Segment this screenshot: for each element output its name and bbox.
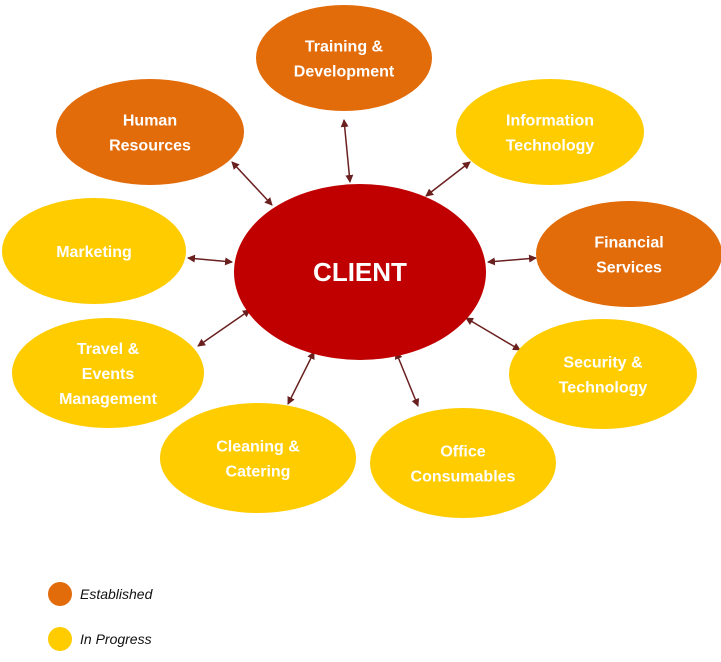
arrow-security-technology [465, 317, 521, 351]
node-ellipse-training [256, 5, 432, 111]
node-label-security-technology: Security & [563, 355, 643, 372]
legend-established: Established [48, 582, 152, 606]
node-training: Training & Development [256, 5, 432, 111]
connector-arrows [187, 119, 537, 407]
node-ellipse-cleaning-catering [160, 403, 356, 513]
node-label-information-technology: Technology [506, 138, 595, 155]
node-cleaning-catering: Cleaning & Catering [160, 403, 356, 513]
node-label-information-technology: Information [506, 113, 594, 130]
node-label-financial-services: Services [596, 260, 662, 277]
node-ellipse-financial-services [536, 201, 721, 307]
legend-in-progress: In Progress [48, 627, 152, 651]
arrow-human-resources [231, 161, 273, 206]
node-label-travel-events: Management [59, 391, 157, 408]
arrow-financial-services [487, 254, 537, 266]
node-label-office-consumables: Consumables [411, 469, 516, 486]
arrow-information-technology [425, 161, 471, 197]
client-hub: CLIENT [234, 184, 486, 360]
node-security-technology: Security & Technology [509, 319, 697, 429]
client-ellipse [234, 184, 486, 360]
node-marketing: Marketing [2, 198, 186, 304]
node-ellipse-marketing [2, 198, 186, 304]
node-ellipse-information-technology [456, 79, 644, 185]
legend-established-label: Established [80, 586, 153, 602]
arrow-travel-events [197, 309, 251, 347]
arrow-marketing [187, 254, 233, 266]
node-label-financial-services: Financial [594, 235, 663, 252]
node-label-security-technology: Technology [559, 380, 648, 397]
node-label-cleaning-catering: Cleaning & [216, 439, 300, 456]
arrow-training [340, 119, 354, 183]
node-ellipse-human-resources [56, 79, 244, 185]
node-label-marketing: Marketing [56, 244, 132, 261]
node-label-cleaning-catering: Catering [226, 464, 291, 481]
node-ellipse-office-consumables [370, 408, 556, 518]
legend-in-progress-label: In Progress [80, 631, 152, 647]
arrow-cleaning-catering [287, 351, 315, 405]
client-label: CLIENT [313, 257, 407, 287]
node-label-human-resources: Human [123, 113, 177, 130]
node-ellipse-travel-events [12, 318, 204, 428]
node-label-training: Development [294, 64, 395, 81]
node-label-human-resources: Resources [109, 138, 191, 155]
established-swatch [48, 582, 72, 606]
node-ellipse-security-technology [509, 319, 697, 429]
node-label-travel-events: Travel & [77, 341, 140, 358]
node-label-training: Training & [305, 39, 384, 56]
node-label-travel-events: Events [82, 366, 135, 383]
in-progress-swatch [48, 627, 72, 651]
arrow-office-consumables [394, 351, 420, 407]
node-label-office-consumables: Office [440, 444, 485, 461]
